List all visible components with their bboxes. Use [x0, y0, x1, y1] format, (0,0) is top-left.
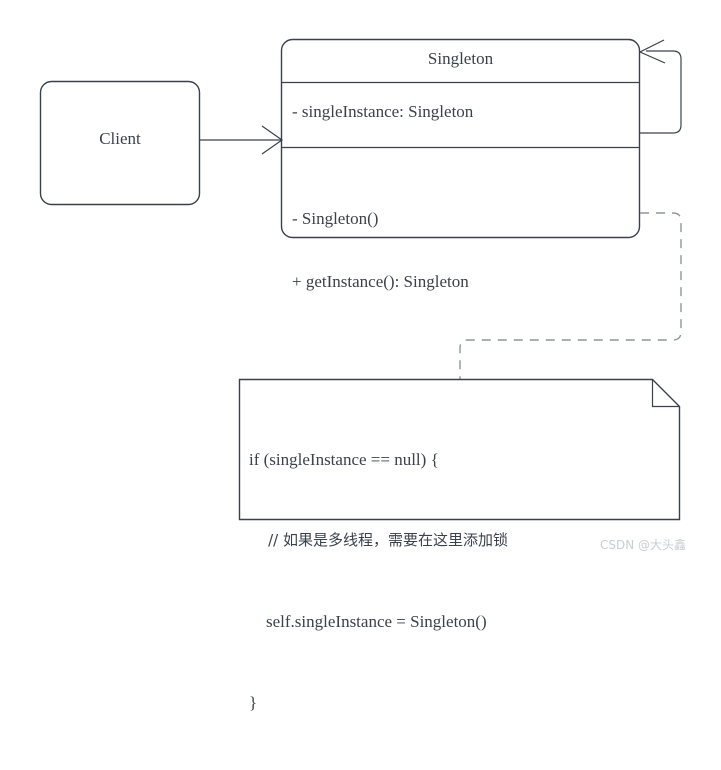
singleton-method-getinstance: + getInstance(): Singleton: [292, 272, 469, 292]
note-line-if: if (singleInstance == null) {: [249, 450, 439, 469]
association-arrowhead-icon: [261, 125, 284, 155]
singleton-attribute-singleInstance: - singleInstance: Singleton: [292, 102, 474, 121]
note-line-assign: self.singleInstance = Singleton(): [249, 612, 487, 631]
diagram-shape-layer: [39, 38, 682, 521]
singleton-methods-compartment: - Singleton() + getInstance(): Singleton: [292, 165, 469, 335]
client-class-name: Client: [99, 129, 141, 148]
self-association-arrowhead-icon: [638, 39, 666, 64]
note-dashed-connector[interactable]: [459, 212, 682, 379]
note-box[interactable]: [238, 378, 681, 521]
diagram-text-layer: Client Singleton - singleInstance: Singl…: [99, 49, 687, 712]
self-association-loop-line[interactable]: [640, 50, 682, 134]
note-line-comment: // 如果是多线程，需要在这里添加锁: [249, 531, 508, 549]
client-class-box[interactable]: [39, 80, 201, 206]
singleton-class-name: Singleton: [427, 49, 494, 68]
singleton-method-constructor: - Singleton(): [292, 208, 379, 228]
csdn-watermark: CSDN @大头鑫: [600, 538, 687, 552]
uml-diagram-canvas: Client Singleton - singleInstance: Singl…: [39, 38, 687, 712]
singleton-class-box[interactable]: [280, 38, 641, 239]
note-line-closing-brace: }: [249, 693, 258, 712]
note-code-block: if (singleInstance == null) { // 如果是多线程，…: [249, 392, 508, 770]
note-fold-corner-icon: [651, 379, 680, 408]
